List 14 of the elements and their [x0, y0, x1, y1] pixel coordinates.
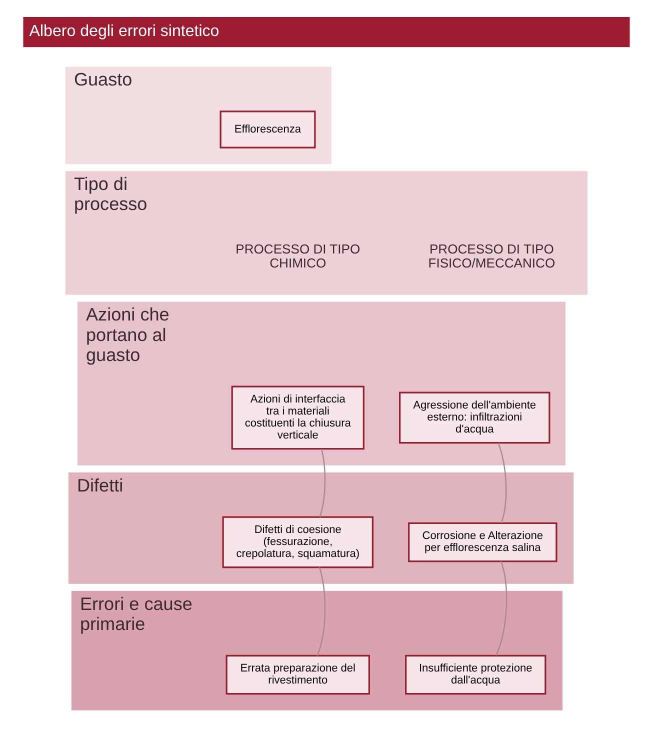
node-box: Insufficiente protezione dall'acqua	[405, 654, 546, 694]
label: PROCESSO DI TIPO FISICO/MECCANICO	[428, 240, 556, 270]
connector	[319, 448, 326, 517]
node-box: Azioni di interfaccia tra i materiali costituenti la chiusura verticale	[231, 385, 364, 450]
node-box: Agressione dell'ambiente esterno: infiltrazioni d'acqua	[399, 391, 550, 444]
diagram-title: Albero degli errori sintetico	[29, 21, 220, 40]
label: PROCESSO DI TIPO CHIMICO	[236, 240, 360, 270]
node-box: Difetti di coesione (fessurazione, crepolatura, squamatura)	[222, 516, 374, 568]
connector	[498, 442, 507, 523]
node-box: Efflorescenza	[220, 110, 316, 148]
connector	[496, 560, 508, 656]
node-box: Corrosione e Alterazione per efflorescenza salina	[408, 522, 558, 562]
node-box: Errata preparazione del rivestimento	[226, 654, 370, 694]
connector	[316, 566, 326, 656]
